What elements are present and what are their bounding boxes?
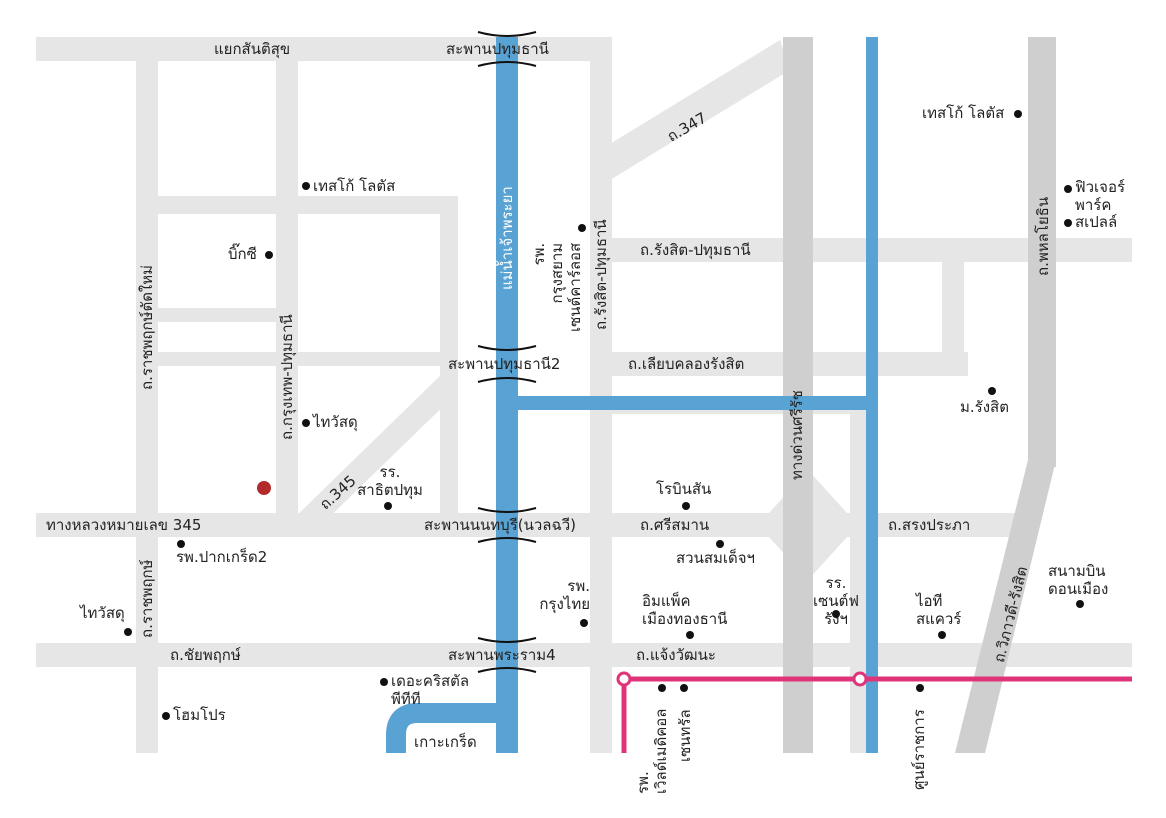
dot-pakkret2 xyxy=(177,540,185,548)
road-krungthep-pathum xyxy=(276,37,298,537)
river-koh-kret xyxy=(386,703,496,753)
label-tesco-w: เทสโก้ โลตัส xyxy=(313,177,396,195)
road-small-h2 xyxy=(148,352,450,366)
label-suan-somdet: สวนสมเด็จฯ xyxy=(676,549,755,567)
road-ratchaphruek xyxy=(136,37,158,753)
road-phahonyothin xyxy=(1028,37,1056,467)
label-rangsit-pathum: ถ.รังสิต-ปทุมธานี xyxy=(640,241,751,259)
dot-spell xyxy=(1064,219,1072,227)
bridge-markers xyxy=(477,31,537,673)
label-phahonyothin: ถ.พหลโยธิน xyxy=(1034,196,1052,276)
label-songprapa: ถ.สรงประภา xyxy=(888,516,971,534)
rail-station-east xyxy=(852,671,868,687)
label-bridge-nonthaburi: สะพานนนทบุรี(นวลฉวี) xyxy=(424,516,576,534)
dot-hosp-krungsiam xyxy=(578,224,586,232)
road-small-h1 xyxy=(148,308,288,322)
label-hw345: ทางหลวงหมายเลข 345 xyxy=(46,516,202,534)
label-pakkret2: รพ.ปากเกร็ด2 xyxy=(176,548,268,566)
label-future-park: ฟิวเจอร์ พาร์ค xyxy=(1075,178,1126,214)
label-central: เซนทรัล xyxy=(676,709,694,762)
label-thaiwatsadu-n: ไทวัสดุ xyxy=(313,413,358,431)
road-rangsit-pathum-vertical xyxy=(590,37,612,753)
dot-donmueang xyxy=(1076,600,1084,608)
expressway-srirat xyxy=(783,37,813,753)
bridge-marker-pathum2 xyxy=(477,345,537,383)
dot-thaiwatsadu-n xyxy=(302,419,310,427)
dot-itsquare xyxy=(938,631,946,639)
label-koh-kret: เกาะเกร็ด xyxy=(414,733,477,751)
label-crystal: เดอะคริสตัล พีทีที xyxy=(391,672,470,708)
label-krungthep-pathum: ถ.กรุงเทพ-ปทุมธานี xyxy=(278,314,296,440)
label-donmueang: สนามบิน ดอนเมือง xyxy=(1048,562,1109,598)
label-impact: อิมแพ็ค เมืองทองธานี xyxy=(642,592,728,628)
dot-stfrancis xyxy=(832,610,840,618)
label-spell: สเปลล์ xyxy=(1075,213,1118,231)
label-robinson: โรบินสัน xyxy=(656,480,712,498)
dot-thaiwatsadu-w xyxy=(124,628,132,636)
dot-hosp-krungthai xyxy=(580,619,588,627)
label-bridge-pathum: สะพานปทุมธานี xyxy=(446,40,549,58)
dot-crystal xyxy=(380,678,388,686)
dot-robinson xyxy=(682,502,690,510)
label-river: แม่น้ำเจ้าพระยา xyxy=(498,186,516,290)
dot-central xyxy=(680,684,688,692)
rail-station-west xyxy=(616,671,632,687)
label-expressway: ทางด่วนศรีรัช xyxy=(788,390,806,480)
river-chao-phraya xyxy=(496,37,518,753)
label-tesco-e: เทสโก้ โลตัส xyxy=(922,104,1005,122)
dot-impact xyxy=(686,631,694,639)
label-chaiyaphruek: ถ.ชัยพฤกษ์ xyxy=(170,646,241,664)
label-rangsit-pathum-vertical: ถ.รังสิต-ปทุมธานี xyxy=(592,219,610,330)
label-ratchaphruek: ถ.ราชพฤกษ์ xyxy=(138,559,156,638)
pink-line xyxy=(616,671,1132,753)
bridge-marker-rama4 xyxy=(477,637,537,673)
road-south-east-v xyxy=(850,400,868,753)
label-thaiwatsadu-w: ไทวัสดุ xyxy=(80,604,125,622)
dot-tesco-e xyxy=(1014,110,1022,118)
label-sri-saman: ถ.ศรีสมาน xyxy=(640,516,710,534)
dot-bigc xyxy=(265,251,273,259)
label-chaengwattana: ถ.แจ้งวัฒนะ xyxy=(636,646,716,664)
label-hosp-krungsiam: รพ. กรุงสยาม เซนต์คาร์ลอส xyxy=(530,242,584,332)
dot-tesco-w xyxy=(302,182,310,190)
label-rangsit-u: ม.รังสิต xyxy=(960,398,1009,416)
dot-rangsit-u xyxy=(988,387,996,395)
label-stfrancis: รร. เซนต์ฟรังฯ xyxy=(813,574,859,628)
dot-world-medical xyxy=(658,684,666,692)
dot-govt-center xyxy=(916,684,924,692)
label-bridge-pathum2: สะพานปทุมธานี2 xyxy=(448,355,561,373)
dot-homepro xyxy=(162,712,170,720)
bridge-marker-nonthaburi xyxy=(477,507,537,543)
label-govt-center: ศูนย์ราชการ xyxy=(910,709,928,790)
road-east-connector xyxy=(942,238,964,376)
road-chaiyaphruek xyxy=(36,643,1132,667)
label-sarit-school: รร. สาธิตปทุม xyxy=(357,463,423,499)
label-bigc: บิ๊กซี xyxy=(228,245,257,263)
road-347-diagonal xyxy=(600,40,790,180)
canal-horizontal xyxy=(518,396,876,410)
road-upper-h xyxy=(148,196,458,214)
location-pin xyxy=(257,481,271,495)
label-hosp-krungthai: รพ. กรุงไทย xyxy=(539,577,590,613)
bridge-marker-pathum xyxy=(477,31,537,67)
label-world-medical: รพ. เวิลด์เมดิคอล xyxy=(634,708,670,794)
label-ratchaphruek-tatmai: ถ.ราชพฤกษ์ตัดใหม่ xyxy=(138,264,156,390)
label-sanitsuk: แยกสันติสุข xyxy=(214,40,291,58)
road-345-diagonal xyxy=(290,372,458,530)
label-homepro: โฮมโปร xyxy=(173,706,226,724)
river-network xyxy=(386,37,878,753)
label-liab-khlong: ถ.เลียบคลองรังสิต xyxy=(628,355,745,373)
label-itsquare: ไอที สแควร์ xyxy=(916,592,962,628)
dot-suan-somdet xyxy=(716,540,724,548)
label-bridge-rama4: สะพานพระราม4 xyxy=(448,646,556,664)
dot-future-park xyxy=(1064,185,1072,193)
canal-vertical-east xyxy=(866,37,878,753)
dot-sarit-school xyxy=(384,502,392,510)
